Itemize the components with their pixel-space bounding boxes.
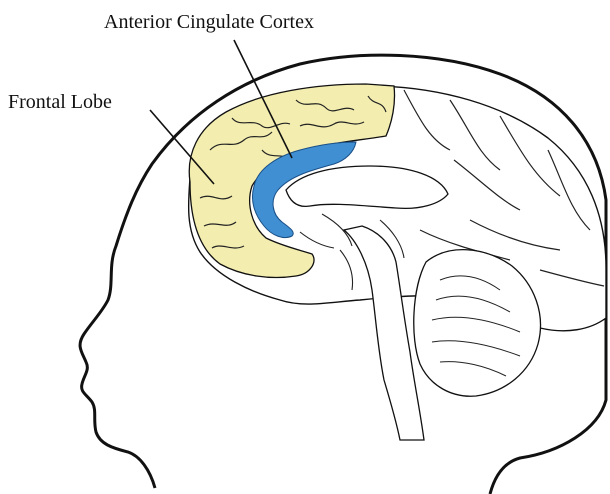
frontal-lobe-label: Frontal Lobe <box>8 92 112 112</box>
anterior-cingulate-label: Anterior Cingulate Cortex <box>104 12 314 32</box>
